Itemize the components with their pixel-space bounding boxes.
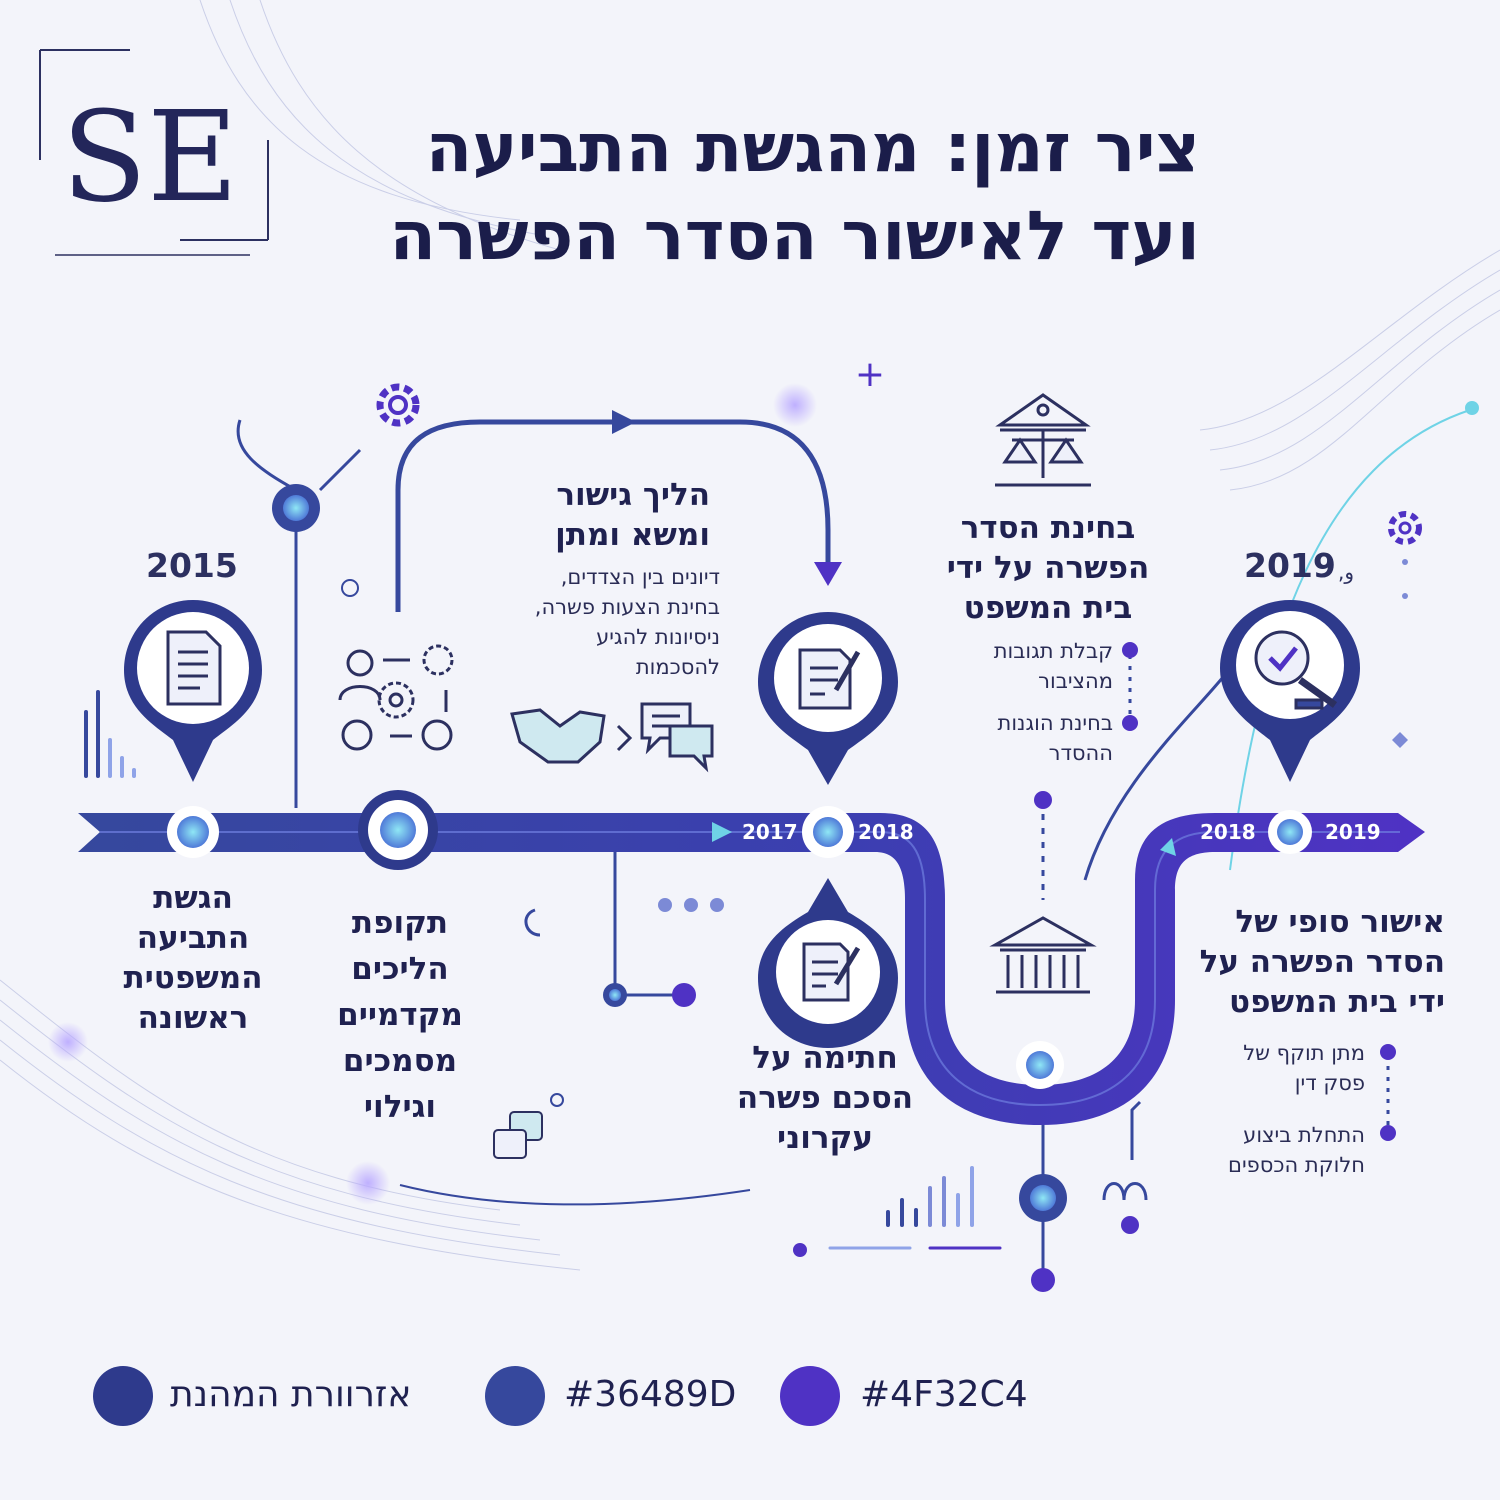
- pin-final-approval: [1220, 600, 1360, 782]
- bar-chart-icon-bottom: [828, 1166, 1002, 1250]
- page-title: ציר זמן: מהגשת התביעה ועד לאישור הסדר הפ…: [300, 105, 1200, 281]
- legend-label-1: אזרוורת המהנת: [170, 1374, 412, 1415]
- logo: SE: [39, 49, 269, 256]
- chat-icon: [640, 702, 714, 773]
- step-final-approval-title: אישור סופי של הסדר הפשרה על ידי בית המשפ…: [1199, 904, 1445, 1020]
- diamond-icon: [1392, 732, 1408, 748]
- pin-signing: [758, 612, 898, 785]
- chat-bubbles-icon: [493, 1111, 543, 1159]
- step-final-approval-bullet-2: התחלת ביצוע חלוקת הכספים: [1228, 1123, 1365, 1177]
- pin-signing-bottom: [758, 878, 898, 1048]
- pin-filing: [124, 600, 262, 782]
- year-2015: 2015: [146, 546, 238, 585]
- step-mediation-desc: דיונים בין הצדדים, בחינת הצעות פשרה, ניס…: [534, 565, 720, 679]
- timeline-year-2018b: 2018: [1200, 820, 1256, 844]
- mediation-arc: [395, 419, 831, 612]
- year-2019-prefix: ,و: [1338, 560, 1355, 584]
- legend-label-3: #4F32C4: [860, 1374, 1028, 1415]
- approval-gavel-icon: [1254, 630, 1338, 710]
- plus-icon: +: [855, 354, 885, 395]
- people-gears-icon: [338, 644, 454, 751]
- document-icon: [166, 630, 222, 706]
- chevron-right-icon: [616, 724, 633, 752]
- title-line-2: ועד לאישור הסדר הפשרה: [389, 197, 1200, 276]
- step-court-review-bullet-2: בחינת הוגנות ההסדר: [997, 711, 1113, 765]
- court-scales-icon: [995, 393, 1091, 487]
- hook-icon: [524, 908, 541, 937]
- courthouse-icon: [989, 916, 1097, 994]
- step-signing-label: חתימה על הסכם פשרה עקרוני: [736, 1040, 914, 1156]
- gear-icon-right: [1388, 511, 1422, 545]
- step-filing-label: הגשת התביעה המשפטית ראשונה: [123, 880, 263, 1036]
- contract-sign-icon: [798, 648, 861, 710]
- timeline-nodes: [167, 401, 1479, 1292]
- step-mediation-title: הליך גישור ומשא ומתן: [555, 477, 710, 553]
- year-2019: 2019: [1244, 546, 1336, 585]
- step-court-review-bullet-1: קבלת תגובות מהציבור: [993, 639, 1113, 693]
- title-line-1: ציר זמן: מהגשת התביעה: [425, 109, 1200, 188]
- legend-dot-2: [485, 1366, 545, 1426]
- timeline-year-2018a: 2018: [858, 820, 914, 844]
- contract-pen-icon: [802, 942, 861, 1002]
- gear-icon: [376, 383, 420, 427]
- step-preliminary-label: תקופת הליכים מקדמיים מסמכים וגילוי: [337, 905, 463, 1125]
- handshake-icon: [510, 708, 606, 764]
- legend-dot-3: [780, 1366, 840, 1426]
- bar-chart-icon: [84, 690, 136, 778]
- legend-label-2: #36489D: [564, 1374, 737, 1415]
- legend-dot-1: [93, 1366, 153, 1426]
- step-court-review-title: בחינת הסדר הפשרה על ידי בית המשפט: [946, 510, 1150, 626]
- logo-text: SE: [62, 85, 239, 230]
- timeline-year-2017: 2017: [742, 820, 798, 844]
- squiggle-icon: [1102, 1100, 1148, 1201]
- step-final-approval-bullet-1: מתן תוקף של פסק דין: [1243, 1041, 1365, 1095]
- timeline-year-2019: 2019: [1325, 820, 1381, 844]
